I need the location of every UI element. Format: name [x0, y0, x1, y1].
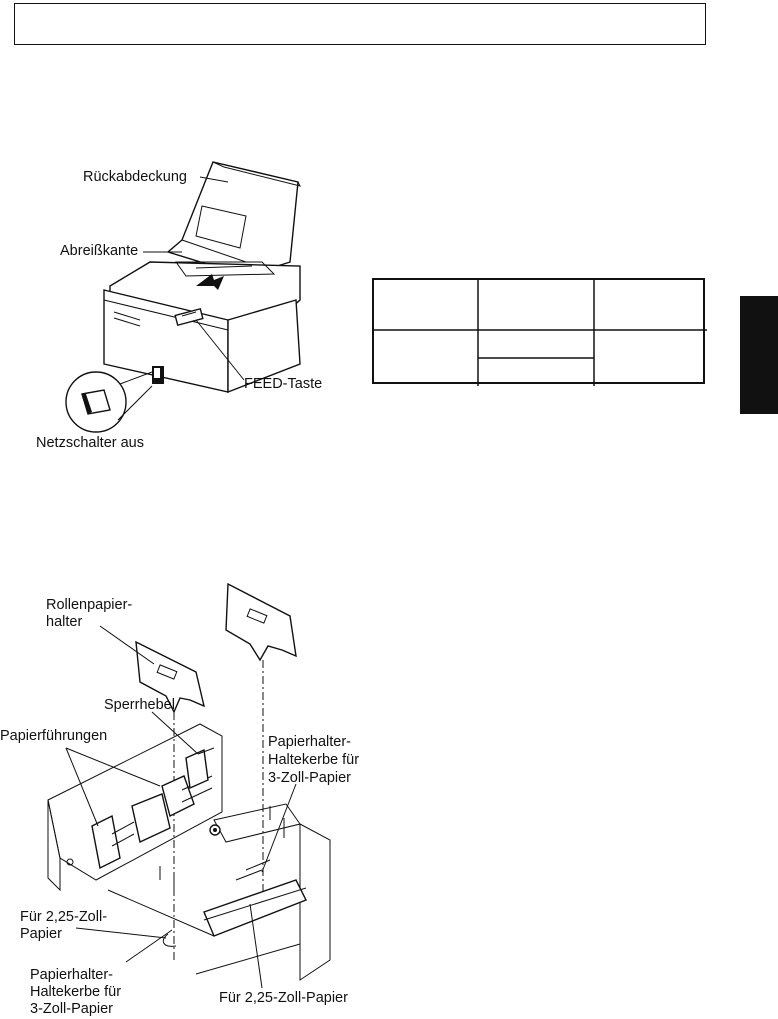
- holder-installation-illustration: [47, 582, 331, 981]
- label-lock-lever: Sperrhebel: [104, 697, 175, 713]
- label-for-225-left-1: Für 2,25-Zoll-: [20, 909, 108, 925]
- rear-cover-illustration: [166, 161, 301, 277]
- label-notch-3in-a-3: 3-Zoll-Papier: [268, 770, 351, 786]
- label-notch-3in-b-2: Haltekerbe für: [30, 984, 122, 1000]
- label-notch-3in-a-2: Haltekerbe für: [268, 752, 360, 768]
- printer-body-illustration: [103, 261, 301, 394]
- label-roll-holder-1: Rollenpapier-: [46, 597, 133, 613]
- label-rear-cover: Rückabdeckung: [83, 169, 187, 185]
- label-roll-holder-2: halter: [46, 614, 83, 630]
- label-notch-3in-b-1: Papierhalter-: [30, 967, 114, 983]
- table-grid-lines: [374, 280, 707, 386]
- empty-table: [372, 278, 707, 386]
- label-tear-edge: Abreißkante: [60, 243, 139, 259]
- label-paper-guides: Papierführungen: [0, 728, 108, 744]
- label-for-225-left-2: Papier: [20, 926, 62, 942]
- label-notch-3in-a-1: Papierhalter-: [268, 734, 352, 750]
- section-side-tab: [740, 296, 778, 414]
- label-power-switch: Netzschalter aus: [36, 435, 144, 451]
- label-feed-button: FEED-Taste: [244, 376, 323, 392]
- power-switch-magnifier: [65, 371, 153, 433]
- label-notch-3in-b-3: 3-Zoll-Papier: [30, 1001, 113, 1017]
- label-for-225-bottom: Für 2,25-Zoll-Papier: [219, 990, 348, 1006]
- header-frame: [14, 3, 706, 45]
